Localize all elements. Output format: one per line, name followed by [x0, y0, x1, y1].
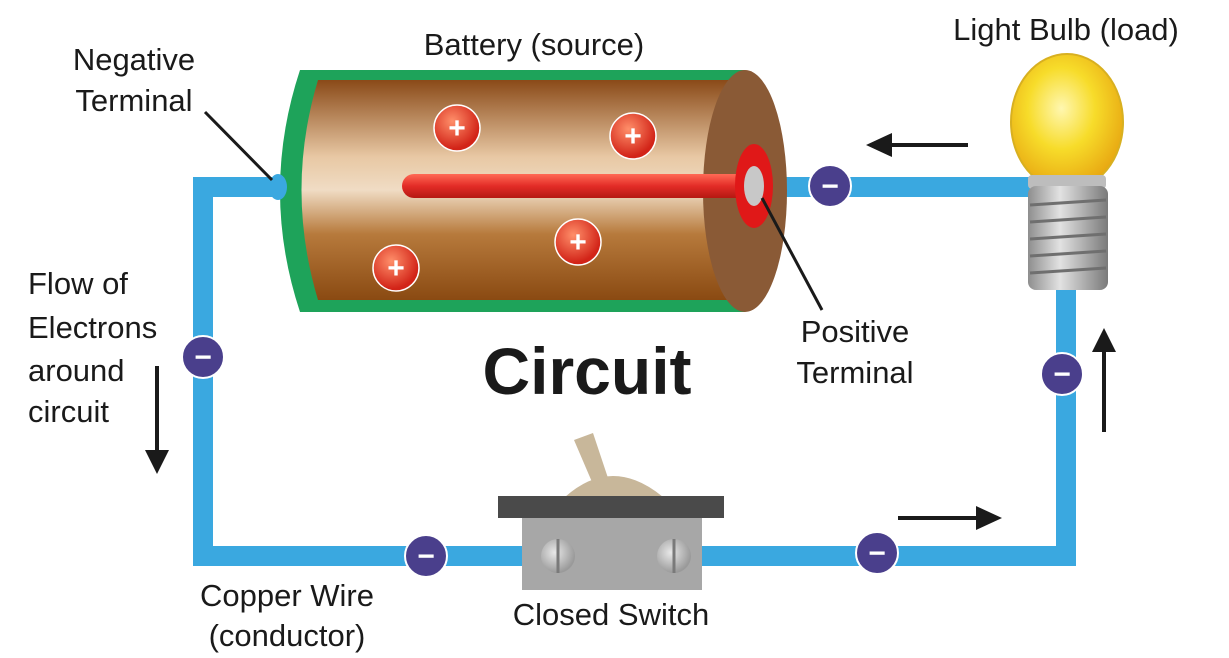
electron-2: − [181, 335, 225, 379]
flow-arrows [145, 133, 1116, 530]
battery-rod [402, 174, 752, 198]
leader-positive-terminal [760, 197, 824, 311]
proton-2: + [609, 112, 657, 160]
protons: + + + + [372, 104, 657, 292]
flow-label-line1: Flow of [28, 266, 128, 301]
svg-text:−: − [1053, 358, 1071, 391]
positive-terminal-knob [744, 166, 764, 206]
svg-text:+: + [624, 120, 642, 153]
bulb-glass [1010, 53, 1124, 191]
battery [269, 70, 787, 312]
electron-1: − [808, 164, 852, 208]
flow-label-line4: circuit [28, 394, 109, 429]
electrons: − − − − − [181, 164, 1084, 578]
arrow-left-top [866, 133, 968, 157]
svg-text:−: − [821, 170, 839, 203]
closed-switch [498, 433, 724, 590]
svg-text:−: − [417, 540, 435, 573]
svg-text:−: − [868, 537, 886, 570]
proton-4: + [372, 244, 420, 292]
electron-3: − [404, 534, 448, 578]
negative-terminal-label-line2: Terminal [75, 83, 192, 118]
bulb-base-threads [1029, 198, 1107, 275]
switch-cap [498, 496, 724, 518]
flow-label-line3: around [28, 353, 125, 388]
arrow-right-bottom [898, 506, 1002, 530]
switch-lever [574, 433, 608, 482]
positive-terminal-label-line2: Terminal [796, 355, 913, 390]
proton-1: + [433, 104, 481, 152]
circuit-title: Circuit [482, 334, 691, 408]
svg-text:−: − [194, 341, 212, 374]
light-bulb-label: Light Bulb (load) [953, 12, 1179, 47]
leader-negative-terminal [203, 110, 274, 182]
labels: Battery (source) Negative Terminal Light… [28, 12, 1179, 653]
proton-3: + [554, 218, 602, 266]
flow-label-line2: Electrons [28, 310, 157, 345]
svg-text:+: + [387, 252, 405, 285]
svg-text:+: + [569, 226, 587, 259]
negative-terminal-contact [269, 174, 287, 200]
light-bulb [1010, 53, 1124, 290]
switch-lever-base [565, 476, 663, 497]
electron-5: − [1040, 352, 1084, 396]
bulb-collar [1028, 175, 1106, 189]
arrow-down-left [145, 366, 169, 474]
electron-4: − [855, 531, 899, 575]
svg-text:+: + [448, 112, 466, 145]
copper-wire-label-line1: Copper Wire [200, 578, 374, 613]
leader-lines [203, 110, 824, 311]
negative-terminal-label-line1: Negative [73, 42, 195, 77]
battery-label: Battery (source) [424, 27, 645, 62]
copper-wire-label-line2: (conductor) [209, 618, 366, 653]
positive-terminal-label-line1: Positive [801, 314, 910, 349]
closed-switch-label: Closed Switch [513, 597, 709, 632]
arrow-up-right [1092, 328, 1116, 432]
